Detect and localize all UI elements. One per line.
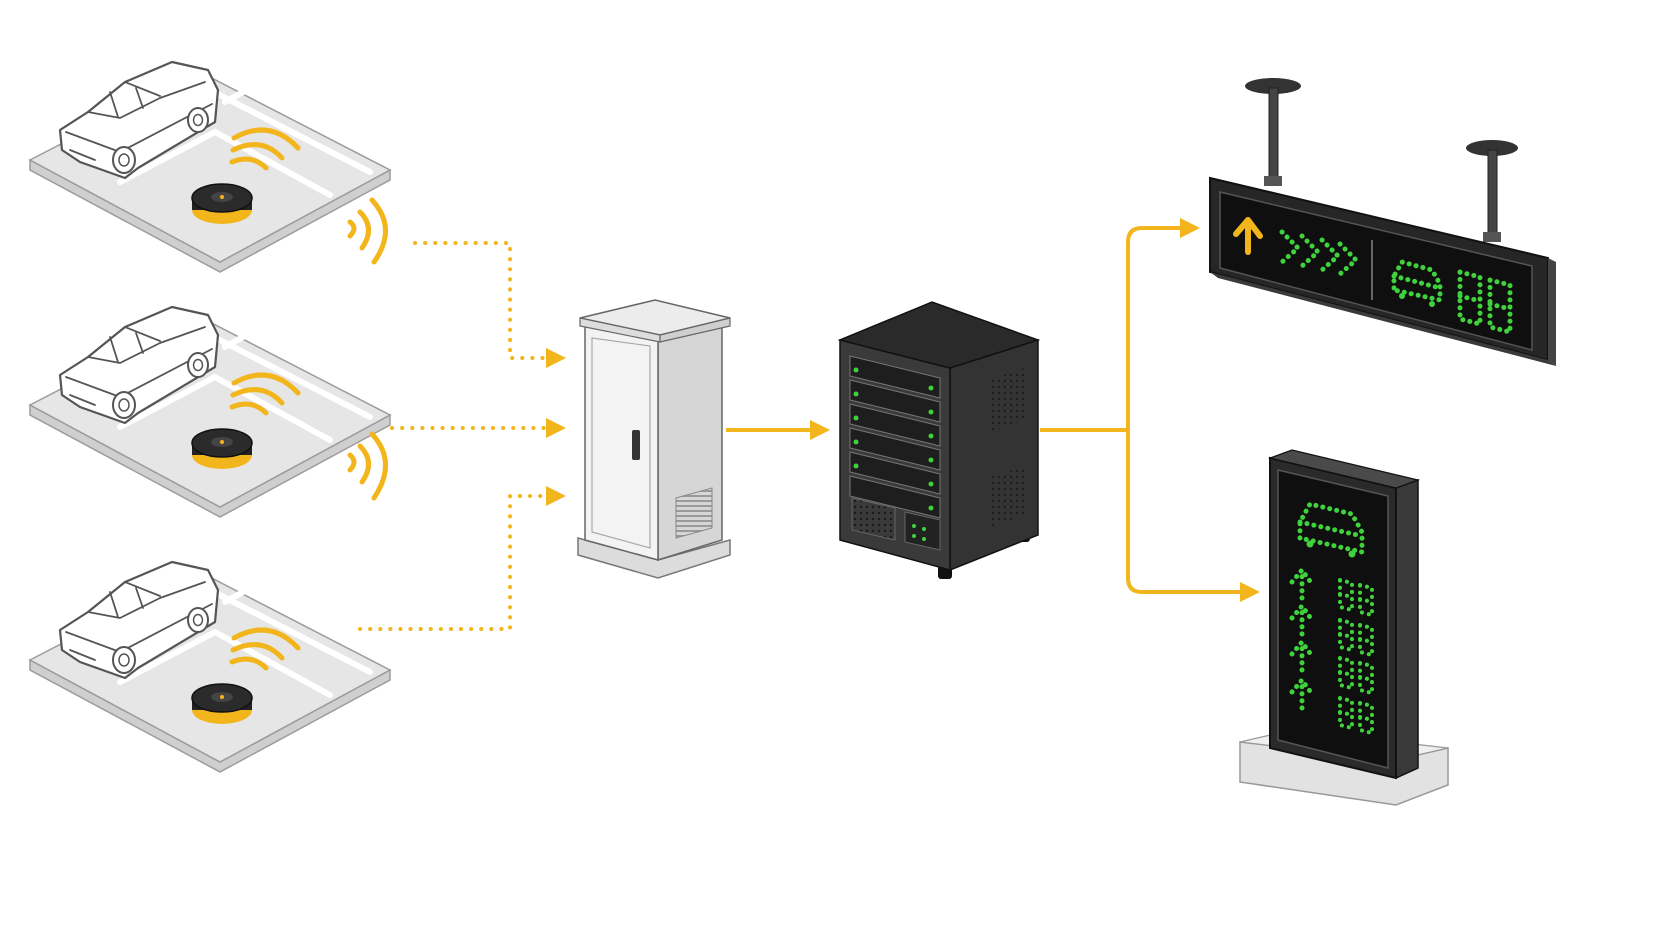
server-rack-icon	[837, 301, 1041, 579]
gateway-cabinet	[577, 299, 731, 579]
up-arrow-icon	[1289, 603, 1315, 637]
hanging-guidance-sign	[1209, 78, 1556, 366]
up-arrow-icon	[1233, 217, 1263, 255]
level-row-3	[1289, 639, 1374, 695]
level-row-4	[1289, 677, 1374, 735]
parking-bay-3	[30, 562, 390, 772]
parking-bay-1	[30, 62, 390, 272]
car-icon	[1297, 501, 1365, 558]
totem-display-icon	[1239, 449, 1449, 806]
transmit-waves-icon	[347, 431, 388, 501]
up-arrow-icon	[1289, 567, 1315, 601]
level-row-1	[1289, 567, 1374, 617]
up-arrow-icon	[1289, 677, 1315, 711]
car-icon	[1391, 259, 1443, 307]
display-links	[1040, 218, 1260, 602]
guidance-display-icon	[1209, 78, 1556, 366]
server	[837, 301, 1041, 579]
chevron-right-icon	[1279, 229, 1359, 277]
standing-guidance-sign	[1239, 449, 1449, 806]
up-arrow-icon	[1289, 639, 1315, 673]
digits-display	[1457, 269, 1513, 335]
parking-bay-2	[30, 307, 390, 517]
transmit-waves-icon	[347, 197, 388, 265]
outdoor-cabinet-icon	[577, 299, 731, 579]
level-row-2	[1289, 603, 1374, 657]
server-status-leds	[853, 367, 934, 511]
sensor-links	[358, 241, 566, 631]
